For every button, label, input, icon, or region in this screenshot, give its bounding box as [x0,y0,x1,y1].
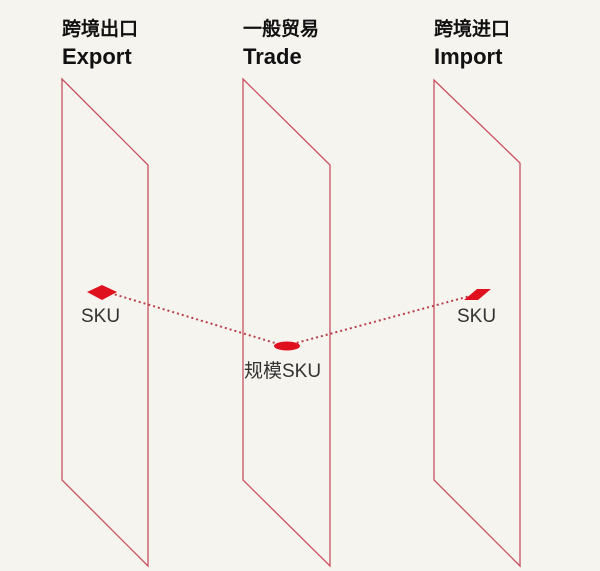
trade-sku-label: 规模SKU [244,361,322,382]
import-title-cn: 跨境进口 [434,18,511,40]
trade-title-en: Trade [243,44,302,69]
trade-sku-marker [274,341,300,351]
import-sku-marker [464,289,491,300]
trade-title-cn: 一般贸易 [243,18,320,40]
connection-line [109,292,471,348]
export-title-cn: 跨境出口 [62,18,139,40]
export-sku-label: SKU [81,306,121,327]
export-sku-marker [87,285,117,300]
import-plane [433,78,521,568]
trade-plane [242,77,331,568]
import-title-en: Import [434,44,503,69]
import-sku-label: SKU [457,306,497,327]
export-plane [61,77,149,568]
export-title-en: Export [62,44,132,69]
